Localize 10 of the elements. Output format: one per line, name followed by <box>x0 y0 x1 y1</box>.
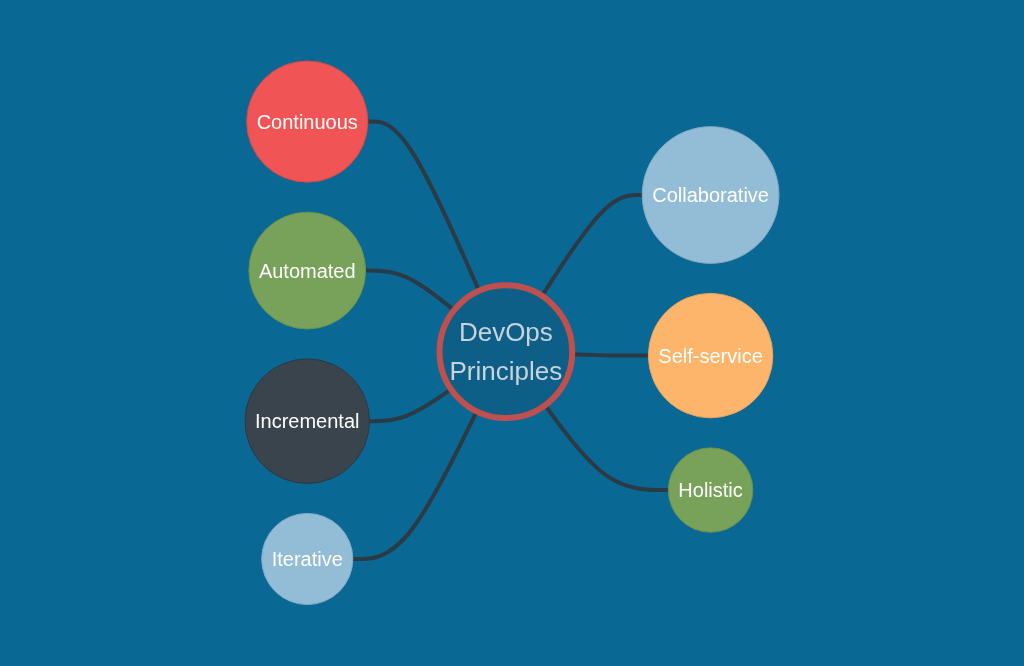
connector <box>543 404 669 493</box>
node-circle: Automated <box>248 211 367 330</box>
node-circle: Holistic <box>667 447 754 533</box>
node-circle: Self-service <box>647 293 774 419</box>
connector <box>367 119 481 292</box>
node-circle: Collaborative <box>641 126 780 265</box>
node-circle: Iterative <box>261 513 354 606</box>
node-circle: Continuous <box>246 60 369 183</box>
node-circle: DevOps Principles <box>436 282 576 422</box>
node-circle: Incremental <box>244 358 370 485</box>
